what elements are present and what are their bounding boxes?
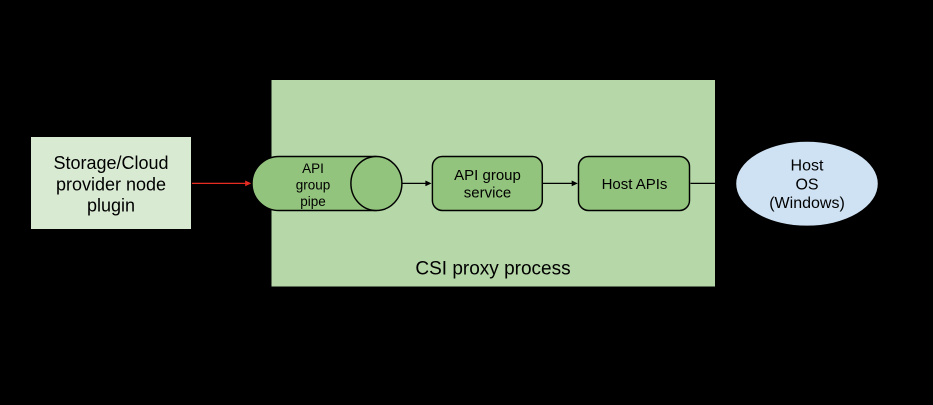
svg-text:service: service: [464, 185, 512, 202]
svg-text:group: group: [296, 178, 331, 193]
svg-text:plugin: plugin: [87, 196, 135, 216]
svg-text:API group: API group: [454, 167, 521, 184]
svg-text:OS: OS: [795, 177, 818, 194]
svg-text:provider node: provider node: [56, 174, 166, 194]
svg-text:API: API: [302, 161, 324, 176]
svg-text:Host APIs: Host APIs: [602, 176, 668, 193]
svg-text:Storage/Cloud: Storage/Cloud: [53, 153, 168, 173]
svg-text:pipe: pipe: [300, 194, 326, 209]
svg-text:Host: Host: [791, 158, 824, 175]
svg-text:(Windows): (Windows): [769, 195, 845, 212]
svg-text:CSI proxy process: CSI proxy process: [415, 259, 570, 280]
